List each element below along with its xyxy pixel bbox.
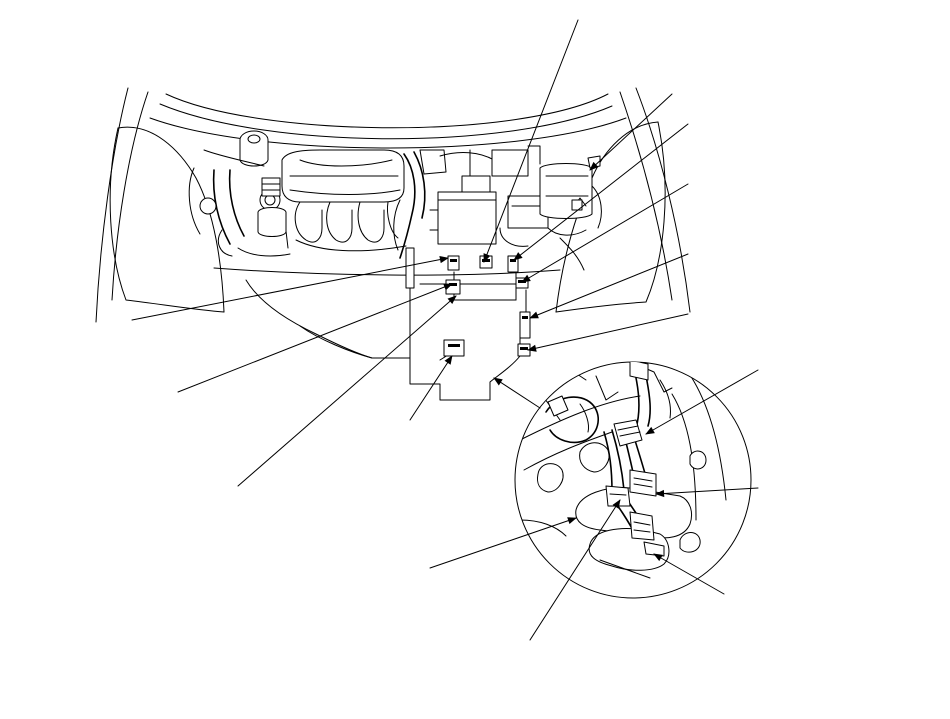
leader-line-right-1: [589, 93, 673, 171]
connector-right-lower: [517, 343, 531, 357]
connector-center: [445, 279, 461, 295]
connector-upper-right: [507, 255, 519, 273]
leader-line-detail-2: [655, 487, 759, 498]
leader-line-right-2: [513, 123, 689, 261]
wiring-harness: [409, 267, 529, 401]
detail-view: [514, 361, 752, 599]
leader-line-left-2: [177, 283, 453, 393]
car-body-outline: [95, 87, 691, 359]
leader-line-right-3: [521, 183, 689, 283]
engine-assembly: [188, 130, 602, 289]
detail-view-reference-arrow: [493, 377, 541, 409]
connector-upper-left: [447, 255, 460, 271]
callout-leader-lines: [131, 19, 759, 641]
leader-line-top-center: [483, 19, 579, 263]
connector-right-upper: [571, 199, 583, 211]
leader-line-left-3: [237, 295, 457, 487]
leader-line-detail-5: [529, 499, 621, 641]
leader-line-right-4: [529, 253, 689, 319]
leader-line-left-1: [131, 256, 449, 321]
leader-line-detail-4: [429, 517, 577, 569]
connector-lower-left: [443, 339, 465, 357]
leader-line-detail-1: [645, 369, 759, 435]
leader-line-detail-3: [653, 553, 725, 595]
leader-line-center-lower: [409, 355, 453, 421]
connector-right-vertical: [519, 311, 531, 339]
leader-line-right-5: [527, 313, 689, 352]
